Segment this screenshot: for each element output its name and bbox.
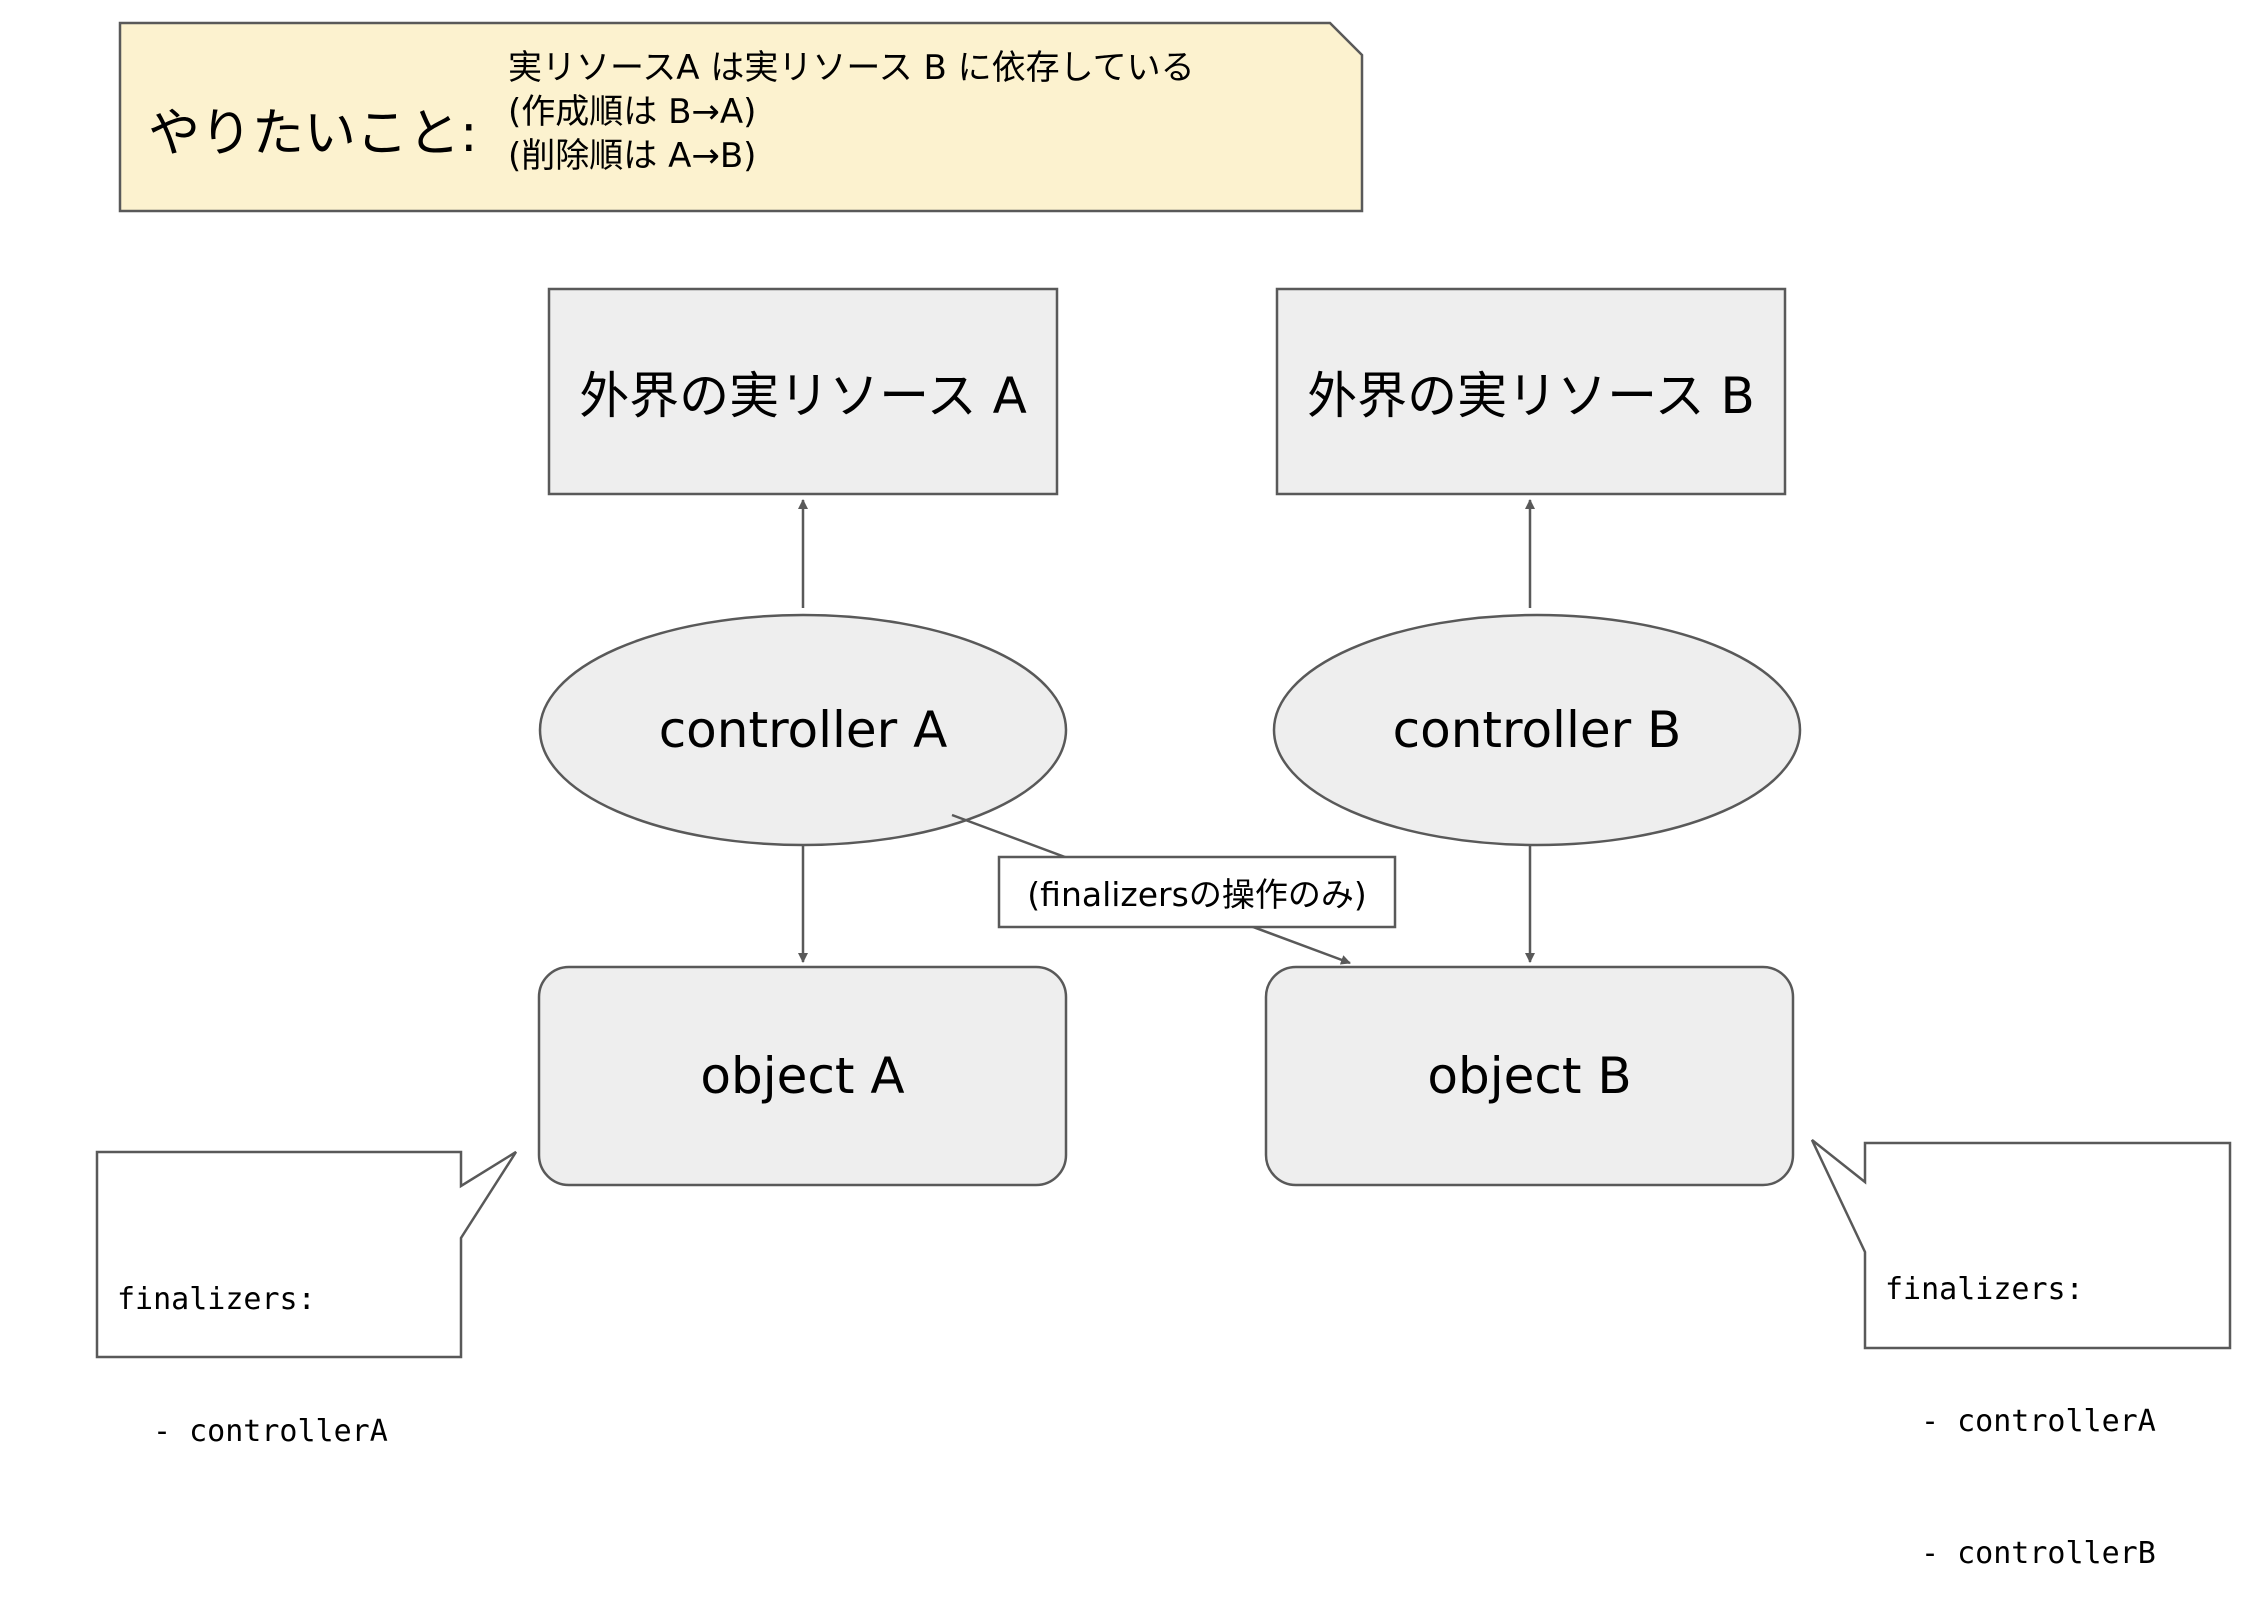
controller-a-ellipse: [538, 613, 1068, 847]
edge-label-box: [997, 855, 1397, 929]
goal-line-3: (削除順は A→B): [508, 136, 757, 176]
resource-a-label: 外界の実リソース A: [579, 366, 1027, 425]
controller-a-label: controller A: [658, 701, 948, 759]
goal-note-shape: [118, 21, 1364, 213]
diagram-canvas: [95, 21, 2232, 1359]
resource-b-label: 外界の実リソース B: [1307, 366, 1755, 425]
edge-label: (finalizersの操作のみ): [1027, 875, 1367, 914]
callout-object-b-shape: [1810, 1139, 2232, 1350]
controller-b-ellipse: [1272, 613, 1802, 847]
object-a-label: object A: [700, 1047, 905, 1105]
goal-description: 実リソースA は実リソース B に依存している (作成順は B→A) (削除順は…: [508, 46, 1308, 178]
callout-a-item-1: - controllerA: [153, 1414, 388, 1449]
callout-b-item-1: - controllerA: [1921, 1404, 2156, 1439]
callout-b-item-2: - controllerB: [1921, 1536, 2156, 1571]
callout-object-a-shape: [95, 1150, 518, 1359]
callout-a-title: finalizers:: [117, 1282, 316, 1317]
resource-b-box: [1275, 287, 1787, 496]
object-b-box: [1264, 965, 1795, 1187]
goal-heading: やりたいこと:: [148, 103, 478, 164]
object-b-label: object B: [1427, 1047, 1632, 1105]
resource-a-box: [547, 287, 1059, 496]
callout-object-b-text: finalizers: - controllerA - controllerB: [1885, 1180, 2225, 1620]
goal-line-1: 実リソースA は実リソース B に依存している: [508, 48, 1195, 88]
object-a-box: [537, 965, 1068, 1187]
callout-object-a-text: finalizers: - controllerA: [117, 1190, 457, 1498]
controller-b-label: controller B: [1392, 701, 1682, 759]
callout-b-title: finalizers:: [1885, 1272, 2084, 1307]
goal-line-2: (作成順は B→A): [508, 92, 757, 132]
